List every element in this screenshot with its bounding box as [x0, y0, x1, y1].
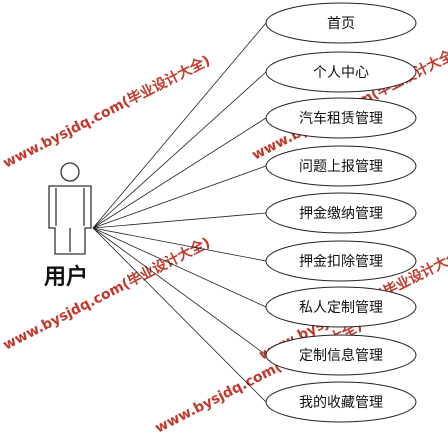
use-case-label: 私人定制管理	[299, 300, 383, 316]
use-case-label: 问题上报管理	[299, 159, 383, 175]
use-case-ellipse	[265, 145, 417, 187]
actor-label: 用户	[44, 264, 88, 290]
actor-head	[60, 162, 80, 182]
use-case-label: 我的收藏管理	[299, 395, 383, 411]
use-case: 押金缴纳管理	[265, 192, 417, 234]
use-case: 我的收藏管理	[265, 381, 417, 423]
watermark: www.bysjdq.com(毕业设计大全)	[0, 52, 213, 172]
association-line	[92, 71, 267, 229]
association-line	[92, 227, 267, 403]
association-line	[92, 227, 267, 262]
actor-body	[48, 185, 92, 255]
use-case-ellipse	[265, 240, 417, 282]
association-lines	[92, 22, 267, 403]
use-case-ellipse	[265, 381, 417, 423]
use-case-label: 汽车租赁管理	[299, 110, 383, 127]
use-case: 问题上报管理	[265, 145, 417, 187]
use-case: 押金扣除管理	[265, 240, 417, 282]
association-line	[92, 227, 267, 356]
use-case: 私人定制管理	[265, 286, 417, 328]
use-case: 定制信息管理	[265, 334, 417, 376]
use-case-label: 定制信息管理	[299, 347, 383, 364]
association-line	[92, 117, 267, 229]
use-case-label: 个人中心	[313, 65, 369, 81]
use-case-ellipses: 首页 个人中心 汽车租赁管理 问题上报管理 押金缴纳管理 押金扣除管理 私人定制…	[265, 2, 417, 423]
actor: 用户	[44, 162, 92, 290]
use-case-ellipse	[265, 97, 417, 139]
use-case-ellipse	[265, 334, 417, 376]
association-line	[92, 165, 267, 229]
use-case: 个人中心	[265, 51, 417, 93]
use-case-ellipse	[265, 192, 417, 234]
use-case-label: 首页	[327, 16, 355, 32]
use-case-ellipse	[265, 51, 417, 93]
association-line	[92, 22, 267, 229]
use-case-label: 押金缴纳管理	[299, 206, 383, 222]
association-line	[92, 212, 267, 229]
use-case-ellipse	[265, 2, 417, 44]
use-case-label: 押金扣除管理	[299, 254, 383, 270]
use-case: 汽车租赁管理	[265, 97, 417, 139]
use-case-ellipse	[265, 286, 417, 328]
association-line	[92, 227, 267, 308]
use-case: 首页	[265, 2, 417, 44]
watermark: www.bysjdq.com(毕业设计大全)	[0, 234, 213, 354]
